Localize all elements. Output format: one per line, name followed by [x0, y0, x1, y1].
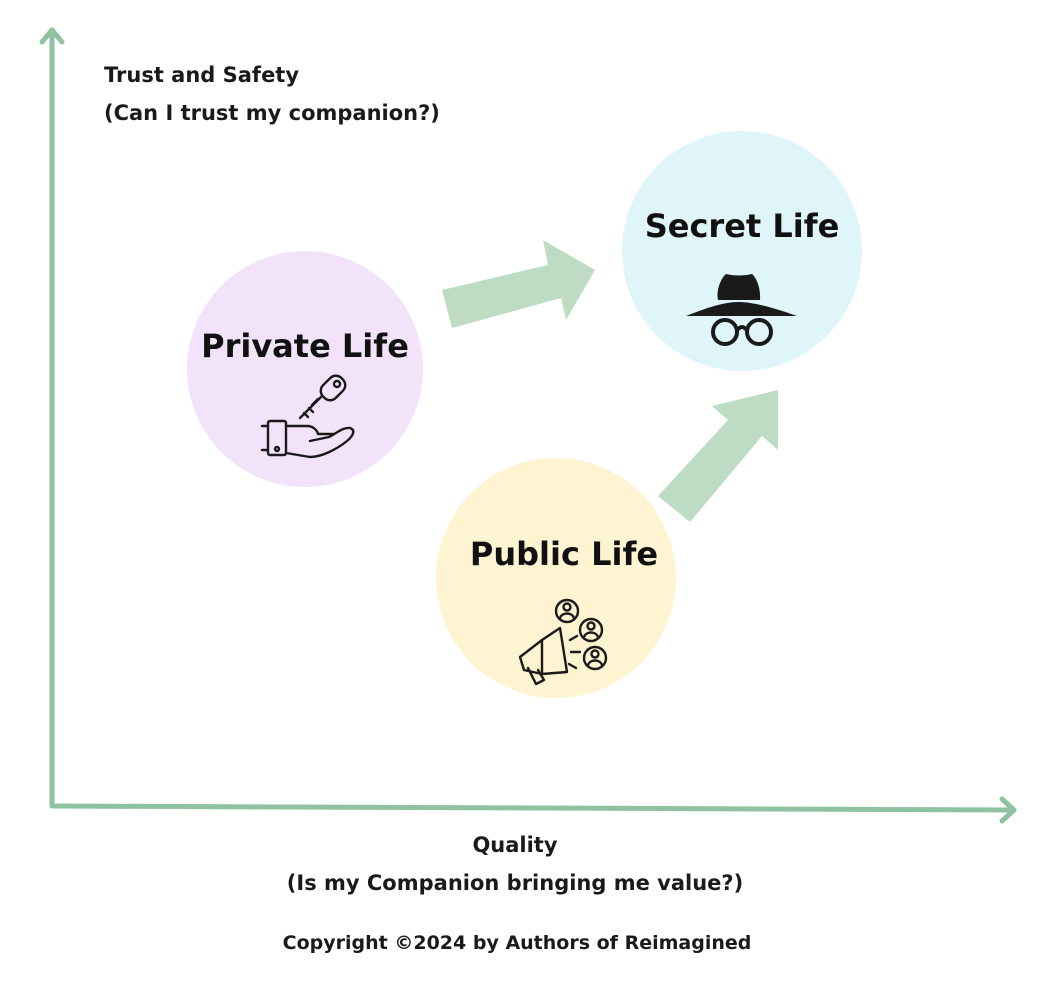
x-axis-label-line2: (Is my Companion bringing me value?) [286, 871, 744, 895]
secret-life-circle [622, 131, 862, 371]
y-axis-label-line2: (Can I trust my companion?) [104, 101, 440, 125]
arrow-private-to-secret [442, 240, 595, 328]
private-life-title: Private Life [201, 327, 409, 365]
y-axis-label: Trust and Safety (Can I trust my compani… [104, 56, 440, 132]
private-life-circle [187, 251, 423, 487]
hand-key-icon [260, 374, 355, 459]
copyright-notice: Copyright ©2024 by Authors of Reimagined [282, 932, 752, 954]
y-axis [39, 27, 65, 809]
public-life-circle [436, 458, 676, 698]
y-axis-label-line1: Trust and Safety [104, 63, 300, 87]
spy-icon [686, 274, 797, 346]
x-axis [49, 796, 1017, 824]
arrow-public-to-secret [658, 390, 778, 522]
x-axis-label: Quality (Is my Companion bringing me val… [0, 826, 1030, 902]
public-life-title: Public Life [469, 535, 659, 573]
secret-life-title: Secret Life [644, 207, 840, 245]
x-axis-label-line1: Quality [472, 833, 558, 857]
megaphone-people-icon [518, 598, 608, 686]
